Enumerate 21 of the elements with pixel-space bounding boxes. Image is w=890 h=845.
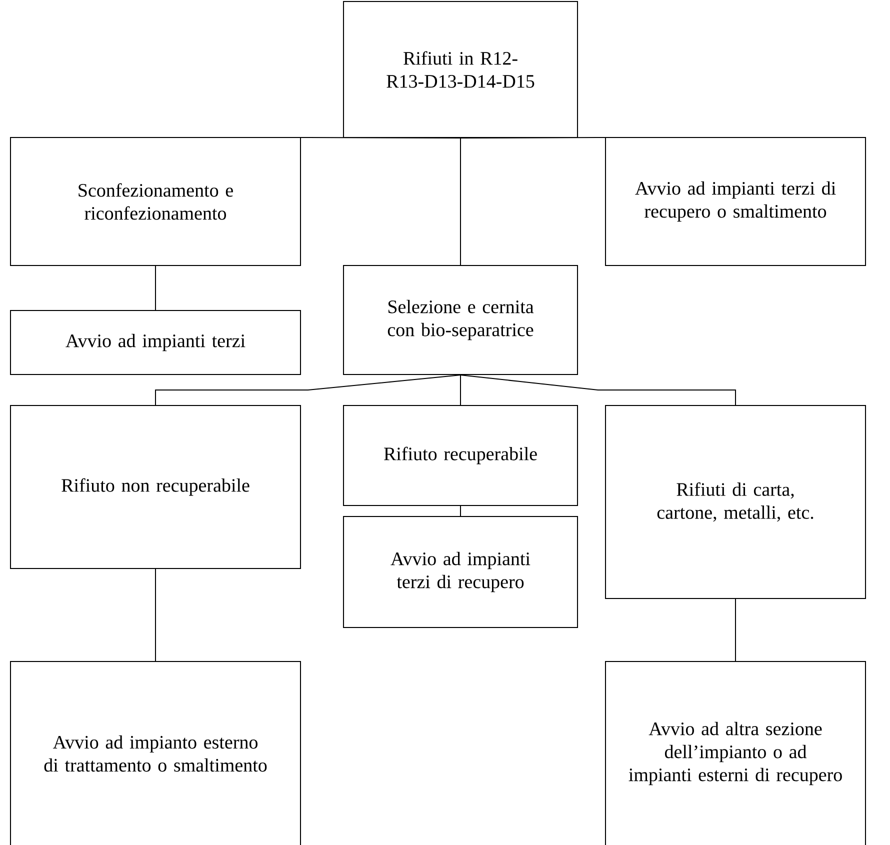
connector-line — [155, 374, 461, 406]
connector-line — [460, 138, 461, 266]
process-box: Avvio ad impianto esterno di trattamento o smaltimento — [10, 661, 301, 845]
connector-line — [155, 266, 156, 310]
process-box: Rifiuto recuperabile — [343, 405, 578, 506]
connector-line — [460, 374, 736, 406]
connector-line — [155, 568, 156, 662]
connector-line — [460, 136, 736, 138]
process-box: Selezione e cernita con bio-separatrice — [343, 265, 578, 375]
connector-line — [735, 598, 736, 662]
process-box: Avvio ad impianti terzi di recupero — [343, 516, 578, 628]
process-box: Rifiuti di carta, cartone, metalli, etc. — [605, 405, 866, 599]
process-box: Rifiuti in R12-R13-D13-D14-D15 — [343, 1, 578, 138]
process-box: Avvio ad altra sezione dell’impianto o ad impianti esterni di recupero — [605, 661, 866, 845]
process-box: Rifiuto non recuperabile — [10, 405, 301, 569]
process-box: Sconfezionamento e riconfezionamento — [10, 137, 301, 266]
connector-line — [155, 136, 461, 138]
process-box: Avvio ad impianti terzi di recupero o smaltimento — [605, 137, 866, 266]
connector-line — [460, 506, 461, 516]
connector-line — [460, 374, 461, 406]
process-box: Avvio ad impianti terzi — [10, 310, 301, 375]
